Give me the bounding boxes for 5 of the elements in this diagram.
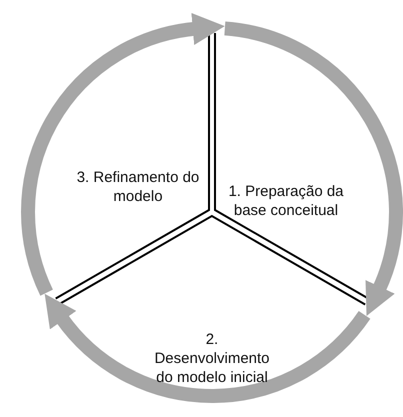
cycle-arrow: [21, 13, 225, 296]
stage-label: 3. Refinamento do modelo: [76, 168, 200, 206]
stage-label: 1. Preparação da base conceitual: [227, 182, 345, 220]
stage-label: 2. Desenvolvimento do modelo inicial: [153, 330, 271, 387]
cycle-arrow: [43, 294, 370, 403]
